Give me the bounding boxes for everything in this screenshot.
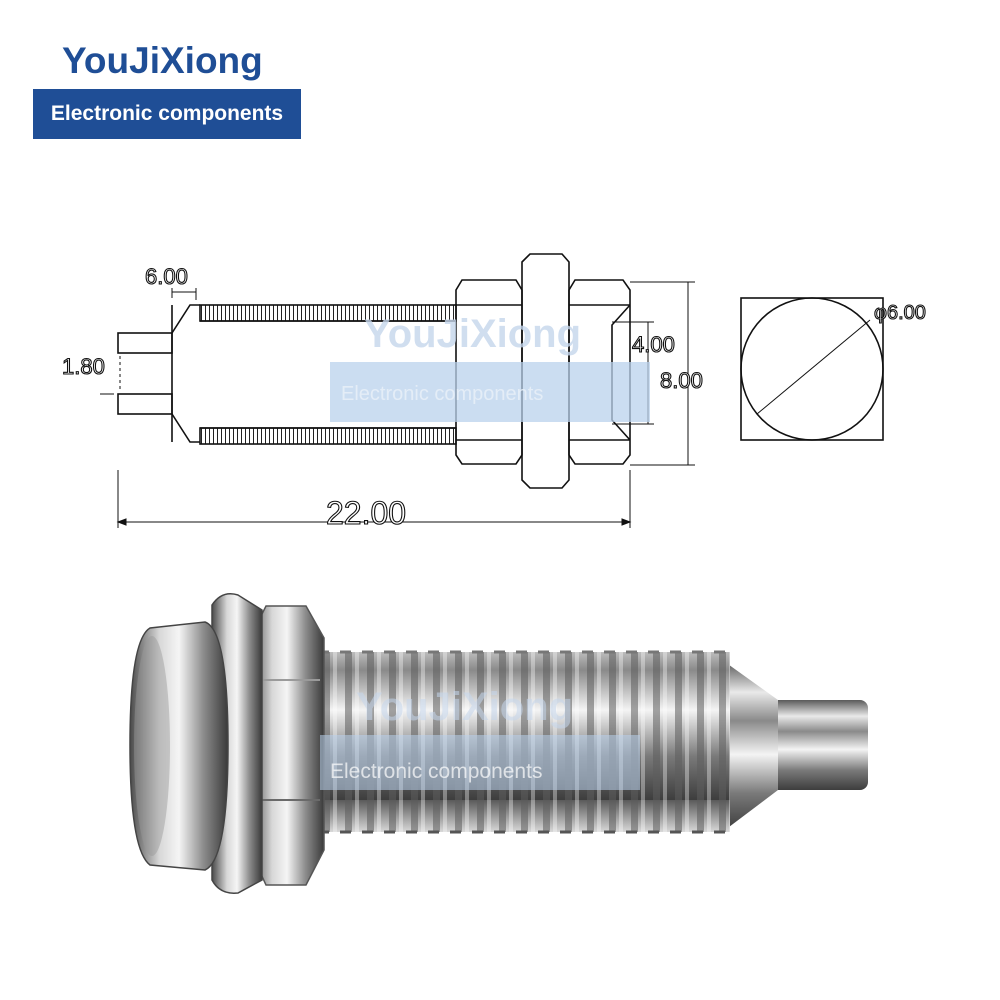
dimension-label-inner-height: 4.00 <box>632 332 675 357</box>
drawing-threaded-shaft <box>199 304 457 445</box>
watermark-bottom-name: YouJiXiong <box>356 685 573 729</box>
photo-tip-pin <box>770 700 868 790</box>
watermark-bottom-tagline: Electronic components <box>330 760 542 783</box>
component-photo <box>129 593 868 894</box>
watermark-bottom: YouJiXiong Electronic components <box>320 685 640 790</box>
dimension-label-outer-height: 8.00 <box>660 368 703 393</box>
brand-tagline-banner: Electronic components <box>33 89 301 139</box>
drawing-pin-terminal <box>117 304 200 443</box>
photo-head-cap <box>129 621 229 871</box>
dimension-label-top-width: 6.00 <box>145 264 188 289</box>
drawing-dimension-lines <box>100 281 695 528</box>
drawing-top-view <box>740 297 884 441</box>
watermark-top-tagline: Electronic components <box>341 383 543 405</box>
watermark-top-name: YouJiXiong <box>364 312 581 356</box>
watermark-top: YouJiXiong Electronic components <box>330 312 650 422</box>
dimension-label-total-length: 22.00 <box>326 495 406 531</box>
dimension-label-pin-height: 1.80 <box>62 354 105 379</box>
technical-drawing <box>100 253 884 528</box>
photo-taper <box>725 662 778 830</box>
dimension-label-diameter: φ6.00 <box>874 302 926 324</box>
drawing-flange <box>521 253 570 489</box>
brand-logo-title: YouJiXiong <box>62 40 263 81</box>
